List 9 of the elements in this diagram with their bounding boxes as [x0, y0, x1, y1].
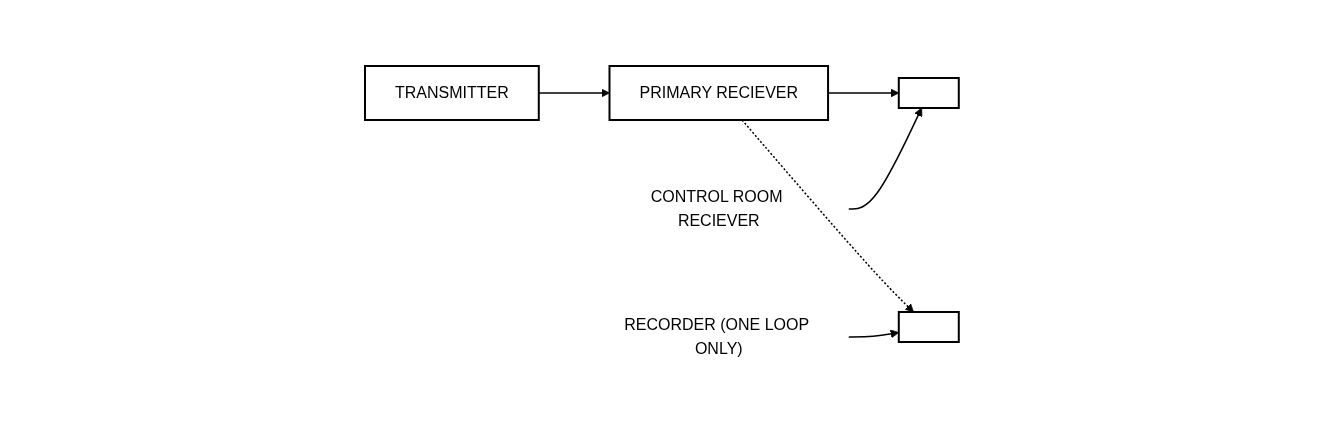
node-box: TRANSMITTER [363, 64, 540, 121]
arrow [740, 118, 914, 312]
node-box [897, 310, 960, 343]
arrow [847, 107, 922, 210]
node-text: RECORDER (ONE LOOP ONLY) [623, 315, 809, 357]
node-text: CONTROL ROOM RECIEVER [650, 187, 783, 229]
node-box: PRIMARY RECIEVER [608, 64, 829, 121]
node-box [897, 76, 960, 109]
arrow [847, 329, 899, 338]
